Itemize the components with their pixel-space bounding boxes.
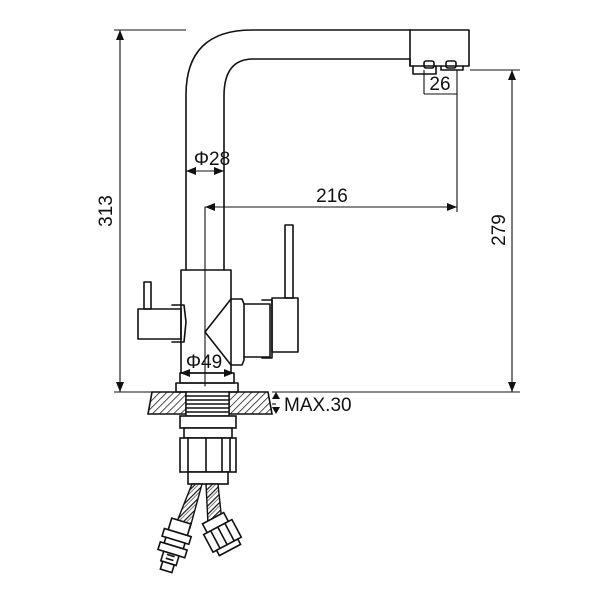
fitting-right (201, 511, 243, 557)
max-thickness-label: MAX.30 (284, 395, 352, 416)
base-diameter-label: Φ49 (186, 352, 222, 373)
mounting-nut (179, 415, 237, 485)
left-handle-body (137, 308, 182, 340)
right-handle-lever (284, 224, 294, 299)
fitting-left (156, 517, 193, 574)
right-cartridge (243, 303, 271, 358)
dimension-arrows (116, 30, 516, 414)
left-handle-collar (171, 304, 187, 343)
body-diameter-label: Φ28 (194, 149, 230, 170)
threaded-shank (185, 391, 230, 417)
right-handle-body (271, 297, 299, 353)
aerator-right (440, 65, 464, 71)
reach-label: 216 (316, 186, 348, 207)
dimension-lines (114, 29, 520, 405)
hose-fittings (156, 511, 243, 574)
total-height-label: 313 (96, 195, 117, 227)
aerator-diameter-label: 26 (429, 74, 450, 95)
spout-height-label: 279 (489, 214, 510, 246)
left-handle-lever (143, 281, 152, 310)
spout-outer (185, 29, 470, 271)
cross-fitting (230, 298, 245, 366)
